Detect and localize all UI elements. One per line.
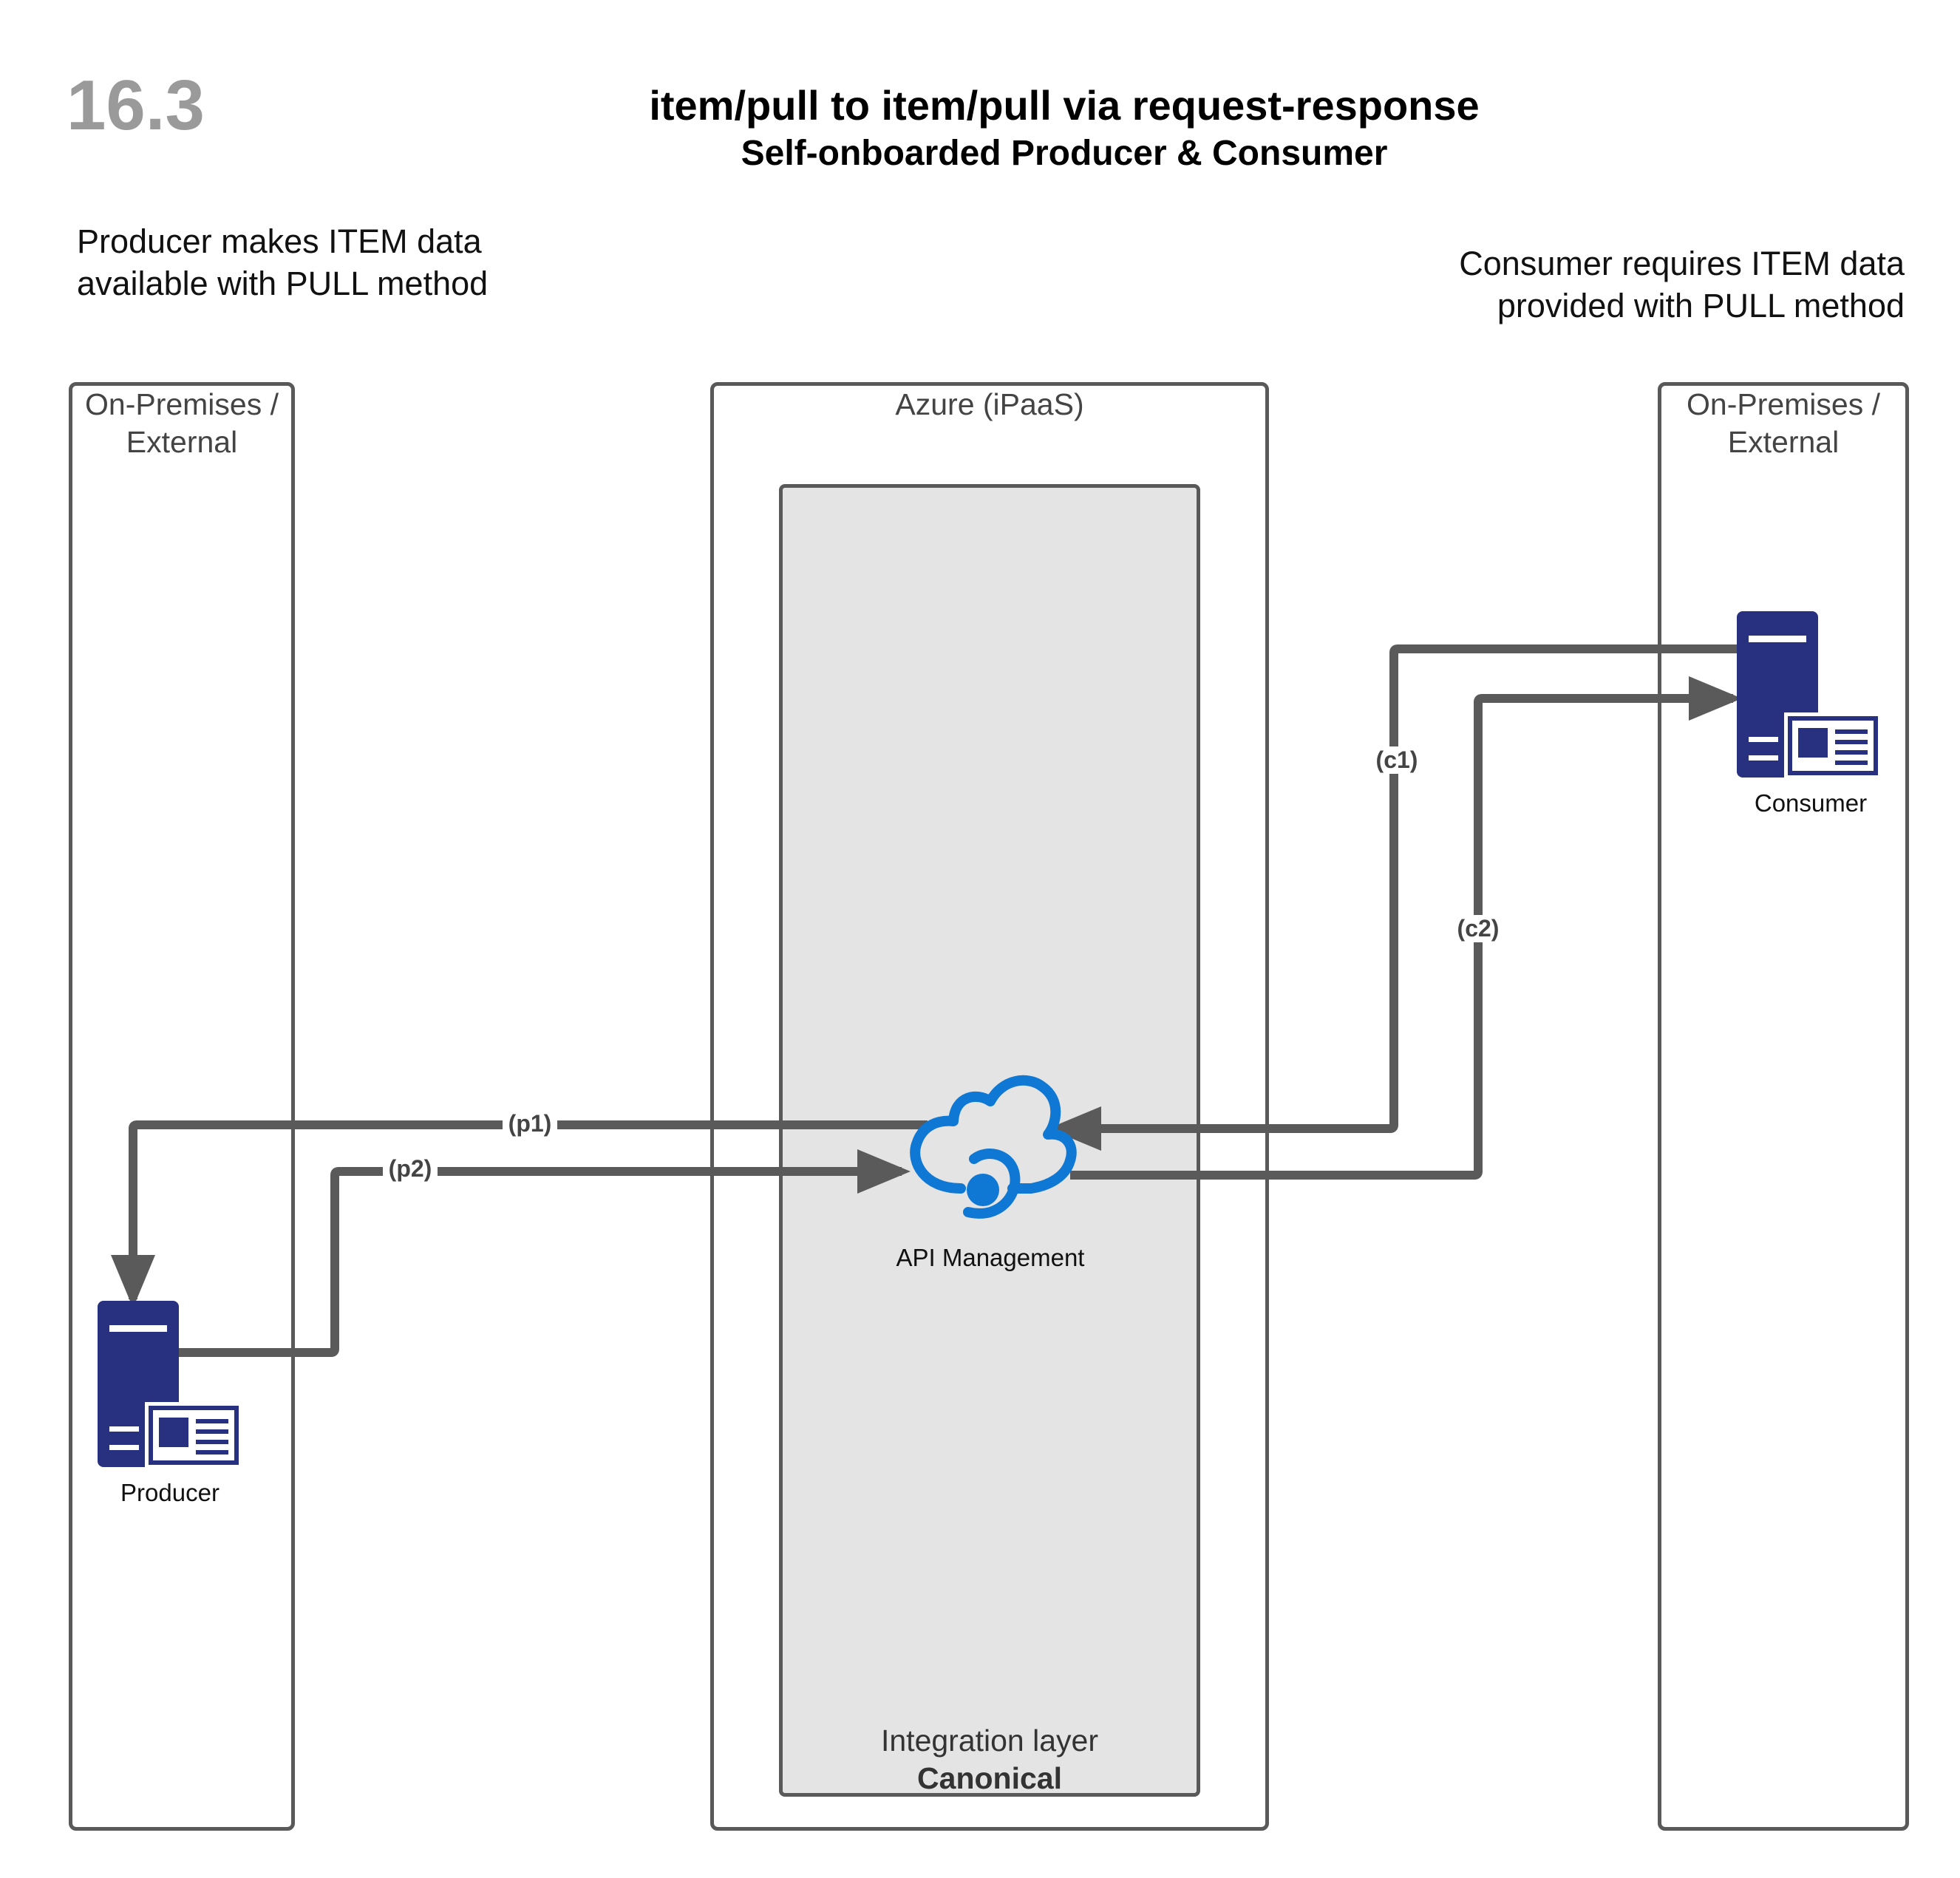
lane-right-label: On-Premises / External (1687, 387, 1880, 459)
lane-center-label: Azure (iPaaS) (895, 387, 1084, 421)
consumer-note: Consumer requires ITEM data provided wit… (1459, 245, 1905, 324)
flow-p1-connector (111, 1120, 928, 1308)
flow-c1-connector (1048, 644, 1738, 1151)
flow-label-p1: (p1) (503, 1110, 557, 1137)
integration-layer-sublabel: Canonical (917, 1761, 1062, 1795)
integration-layer-box (779, 484, 1200, 1797)
diagram-title: item/pull to item/pull via request-respo… (649, 82, 1480, 129)
flow-label-c2: (c2) (1451, 915, 1505, 942)
lane-on-premises-left (69, 382, 295, 1831)
producer-note: Producer makes ITEM data available with … (77, 222, 489, 302)
producer-label: Producer (120, 1479, 220, 1506)
lane-left-label: On-Premises / External (85, 387, 279, 459)
api-management-cloud-icon (910, 1075, 1077, 1219)
api-management-label: API Management (896, 1244, 1085, 1271)
diagram-number: 16.3 (67, 66, 205, 145)
flow-label-c1: (c1) (1369, 746, 1424, 774)
flow-p2-connector (174, 1149, 911, 1357)
consumer-server-icon (1737, 611, 1882, 779)
diagram-subtitle: Self-onboarded Producer & Consumer (741, 134, 1388, 173)
consumer-label: Consumer (1754, 789, 1868, 817)
integration-layer-label: Integration layer (880, 1724, 1098, 1758)
producer-server-icon (98, 1301, 242, 1469)
flow-label-p2: (p2) (383, 1155, 438, 1183)
